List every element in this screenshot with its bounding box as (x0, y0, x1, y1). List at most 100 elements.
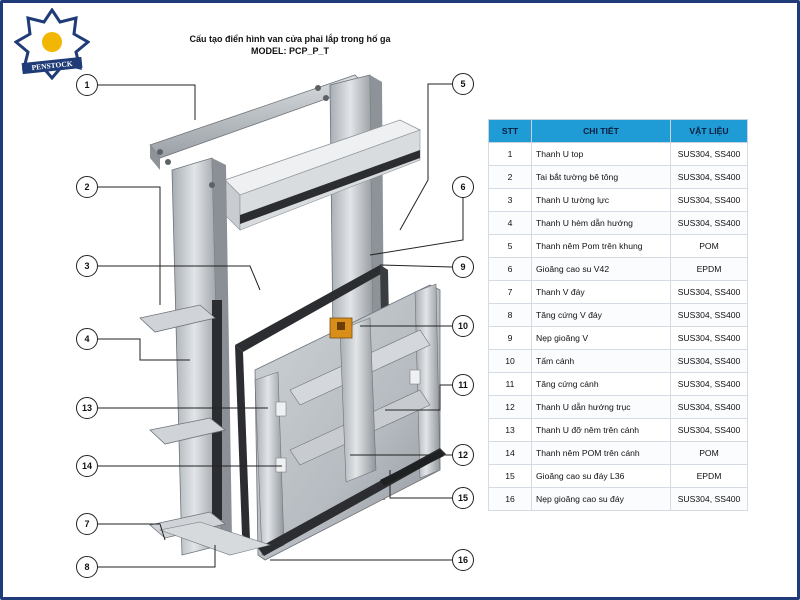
callout-15: 15 (452, 487, 474, 509)
leader-lines (98, 83, 464, 568)
cell-vat-lieu: SUS304, SS400 (670, 326, 748, 350)
cell-chi-tiet: Thanh U dẫn hướng trục (531, 395, 671, 419)
cell-vat-lieu: SUS304, SS400 (670, 395, 748, 419)
cell-chi-tiet: Thanh U top (531, 142, 671, 166)
callout-12: 12 (452, 444, 474, 466)
callout-11: 11 (452, 374, 474, 396)
leader-6 (369, 186, 464, 256)
cell-vat-lieu: EPDM (670, 257, 748, 281)
cell-stt: 10 (488, 349, 532, 373)
cell-stt: 4 (488, 211, 532, 235)
cell-stt: 13 (488, 418, 532, 442)
leader-3 (98, 265, 261, 291)
cell-stt: 12 (488, 395, 532, 419)
cell-stt: 11 (488, 372, 532, 396)
part-concrete-top (224, 119, 422, 231)
header-vat-lieu: VẬT LIỆU (670, 119, 748, 143)
title-line-2: MODEL: PCP_P_T (250, 46, 329, 56)
cell-chi-tiet: Thanh U đỡ nêm trên cánh (531, 418, 671, 442)
cell-vat-lieu: SUS304, SS400 (670, 372, 748, 396)
cell-vat-lieu: EPDM (670, 464, 748, 488)
leader-2 (98, 186, 161, 305)
title-line-1: Cấu tạo điển hình van cửa phai lắp trong… (189, 34, 391, 44)
cell-chi-tiet: Tăng cứng cánh (531, 372, 671, 396)
callout-5: 5 (452, 73, 474, 95)
cell-chi-tiet: Thanh nêm Pom trên khung (531, 234, 671, 258)
cell-vat-lieu: SUS304, SS400 (670, 418, 748, 442)
cell-chi-tiet: Nẹp gioăng V (531, 326, 671, 350)
part-bottom-v (158, 521, 272, 556)
cell-chi-tiet: Thanh U tường lực (531, 188, 671, 212)
cell-chi-tiet: Tấm cánh (531, 349, 671, 373)
callout-16: 16 (452, 549, 474, 571)
cell-chi-tiet: Gioăng cao su V42 (531, 257, 671, 281)
leader-1 (98, 84, 196, 120)
cell-vat-lieu: SUS304, SS400 (670, 303, 748, 327)
cell-vat-lieu: SUS304, SS400 (670, 211, 748, 235)
callout-14: 14 (76, 455, 98, 477)
diagram-title: Cấu tạo điển hình van cửa phai lắp trong… (170, 33, 410, 57)
cell-stt: 6 (488, 257, 532, 281)
cell-vat-lieu: SUS304, SS400 (670, 165, 748, 189)
part-left-frame (171, 157, 232, 556)
cell-chi-tiet: Nẹp gioăng cao su đáy (531, 487, 671, 511)
cell-stt: 15 (488, 464, 532, 488)
cell-vat-lieu: SUS304, SS400 (670, 349, 748, 373)
cell-stt: 14 (488, 441, 532, 465)
cell-stt: 5 (488, 234, 532, 258)
cell-stt: 8 (488, 303, 532, 327)
cell-vat-lieu: SUS304, SS400 (670, 280, 748, 304)
cell-chi-tiet: Thanh V đáy (531, 280, 671, 304)
cell-chi-tiet: Thanh nêm POM trên cánh (531, 441, 671, 465)
callout-7: 7 (76, 513, 98, 535)
cell-vat-lieu: POM (670, 234, 748, 258)
logo-text: PENSTOCK (31, 59, 73, 72)
callout-2: 2 (76, 176, 98, 198)
callout-4: 4 (76, 328, 98, 350)
callout-3: 3 (76, 255, 98, 277)
cell-chi-tiet: Tai bắt tường bê tông (531, 165, 671, 189)
leader-5 (399, 83, 452, 231)
table-header-row: STT CHI TIẾT VẬT LIỆU (488, 119, 748, 143)
cell-chi-tiet: Thanh U hèm dẫn hướng (531, 211, 671, 235)
callout-1: 1 (76, 74, 98, 96)
callout-9: 9 (452, 256, 474, 278)
cell-stt: 7 (488, 280, 532, 304)
leader-15 (389, 470, 452, 499)
leader-11 (385, 384, 452, 411)
header-chi-tiet: CHI TIẾT (531, 119, 671, 143)
cell-stt: 2 (488, 165, 532, 189)
leader-4 (98, 338, 190, 361)
callout-13: 13 (76, 397, 98, 419)
cell-stt: 9 (488, 326, 532, 350)
penstock-logo: PENSTOCK (14, 8, 90, 81)
cell-stt: 1 (488, 142, 532, 166)
leader-7 (98, 523, 166, 541)
cell-chi-tiet: Tăng cứng V đáy (531, 303, 671, 327)
cell-chi-tiet: Gioăng cao su đáy L36 (531, 464, 671, 488)
cell-vat-lieu: POM (670, 441, 748, 465)
leader-8 (98, 545, 216, 568)
leader-9 (379, 264, 453, 268)
callout-8: 8 (76, 556, 98, 578)
cell-stt: 16 (488, 487, 532, 511)
part-door-leaf (254, 283, 441, 561)
